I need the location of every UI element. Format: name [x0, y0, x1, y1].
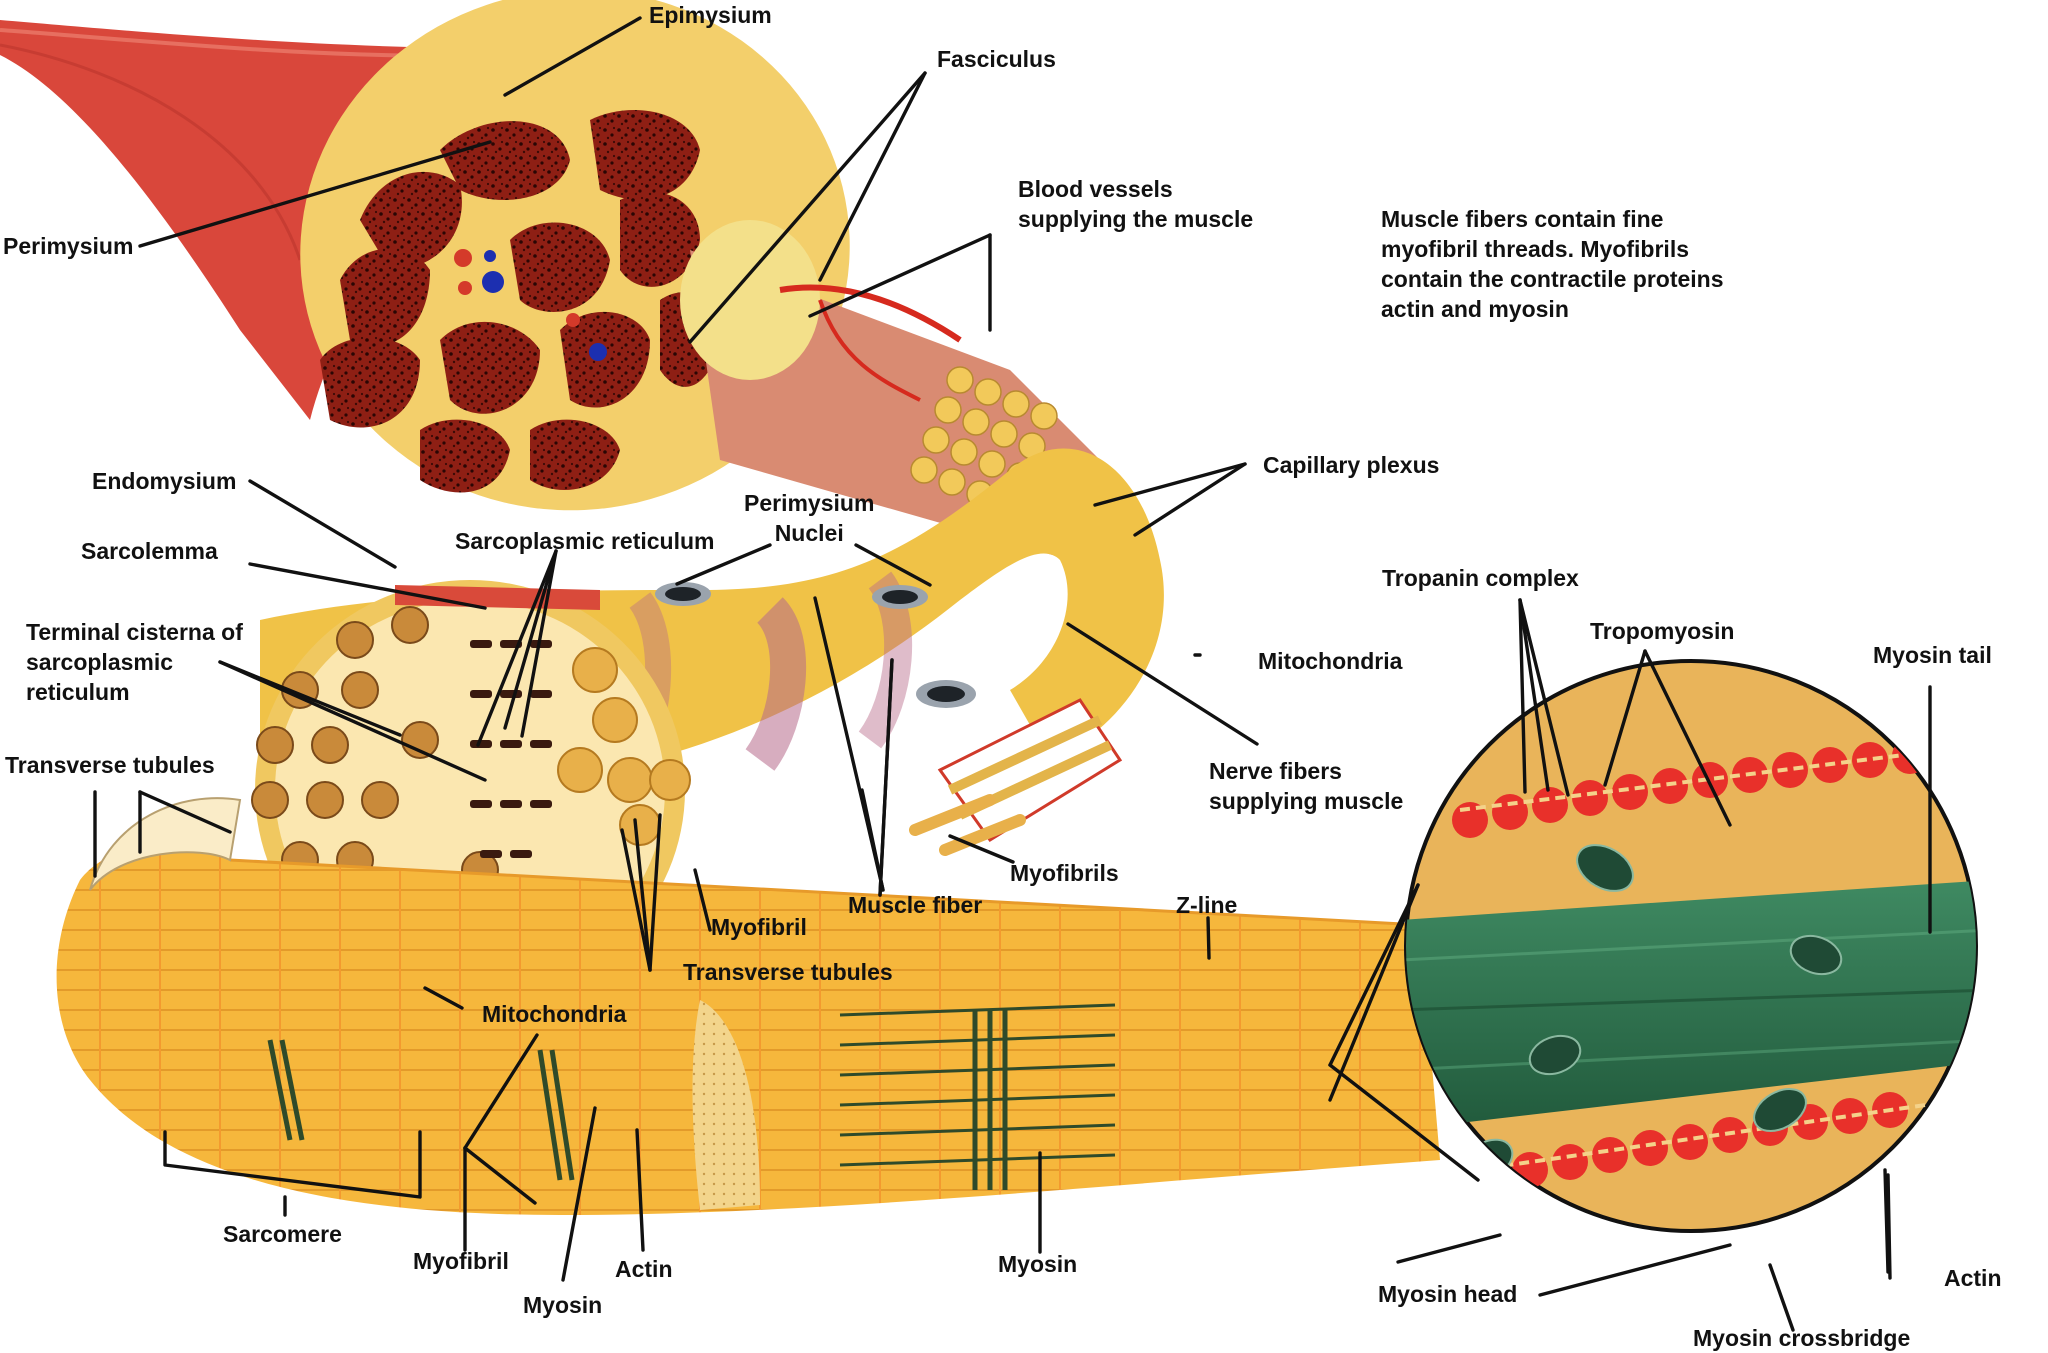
- label-terminal-cisterna: Terminal cisterna of sarcoplasmic reticu…: [26, 619, 243, 705]
- label-endomysium: Endomysium: [92, 468, 237, 494]
- label-fasciculus: Fasciculus: [937, 46, 1056, 72]
- sarcomere-magnified-inset: [1404, 659, 1978, 1233]
- leader-lines: [93, 16, 1932, 1332]
- label-myofibril-bottom: Myofibril: [413, 1248, 509, 1274]
- label-perimysium: Perimysium: [3, 233, 134, 259]
- label-nerve-fibers: Nerve fibers supplying muscle: [1209, 758, 1404, 814]
- myofibril-band: [56, 797, 1441, 1215]
- label-actin-bottom: Actin: [615, 1256, 673, 1282]
- label-myosin-bottom: Myosin: [523, 1292, 603, 1318]
- label-epimysium: Epimysium: [649, 2, 772, 28]
- label-transverse-tubules-mid: Transverse tubules: [683, 959, 893, 985]
- label-tropomyosin: Tropomyosin: [1590, 618, 1735, 644]
- label-tropanin-complex: Tropanin complex: [1382, 565, 1579, 591]
- label-capillary-plexus: Capillary plexus: [1263, 452, 1440, 478]
- label-perimysium-nuclei: Perimysium Nuclei: [744, 490, 875, 546]
- label-blood-vessels: Blood vessels supplying the muscle: [1018, 176, 1254, 232]
- label-z-line: Z-line: [1176, 892, 1238, 918]
- label-myosin-center: Myosin: [998, 1251, 1078, 1277]
- label-transverse-tubules-left: Transverse tubules: [5, 752, 215, 778]
- label-actin-right: Actin: [1944, 1265, 2002, 1291]
- label-myofibril-mid: Myofibril: [711, 914, 807, 940]
- label-myosin-crossbridge: Myosin crossbridge: [1693, 1325, 1911, 1351]
- label-muscle-fiber: Muscle fiber: [848, 892, 983, 918]
- label-mitochondria-top: Mitochondria: [1258, 648, 1403, 674]
- label-note: Muscle fibers contain fine myofibril thr…: [1381, 206, 1724, 322]
- label-sarcolemma: Sarcolemma: [81, 538, 218, 564]
- label-myosin-tail: Myosin tail: [1873, 642, 1992, 668]
- label-myofibrils: Myofibrils: [1010, 860, 1119, 886]
- label-sarcomere: Sarcomere: [223, 1221, 342, 1247]
- label-myosin-head: Myosin head: [1378, 1281, 1518, 1307]
- label-mitochondria-bottom: Mitochondria: [482, 1001, 627, 1027]
- label-sarcoplasmic-reticulum: Sarcoplasmic reticulum: [455, 528, 715, 554]
